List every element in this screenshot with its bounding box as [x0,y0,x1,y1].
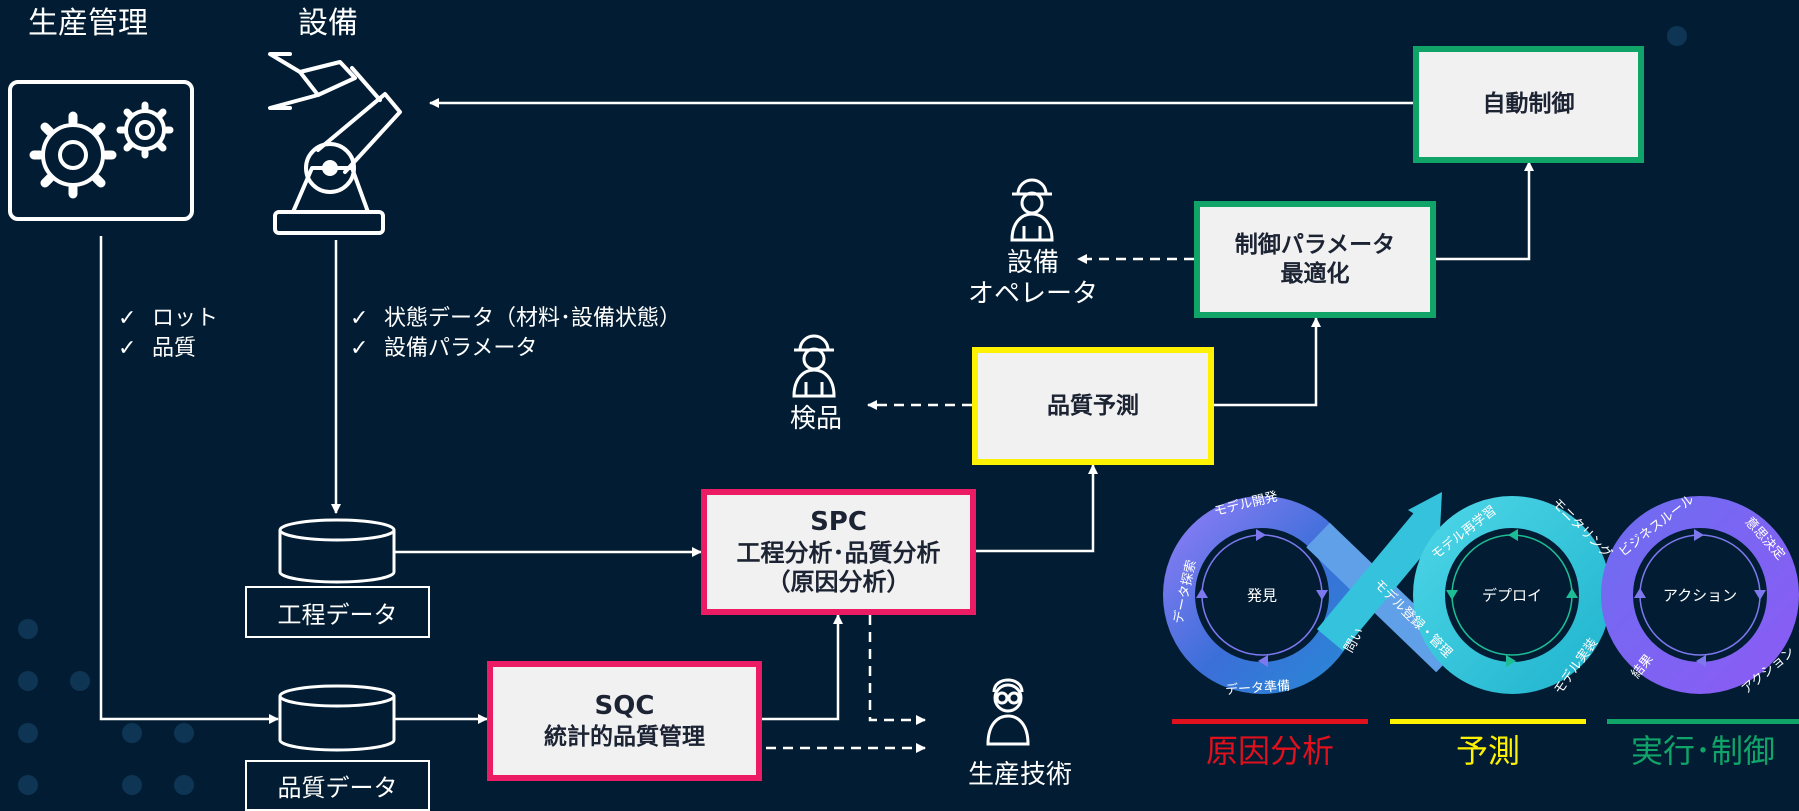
decorative-dot [122,723,142,743]
decorative-dot [18,671,38,691]
process-db-cylinder [278,518,396,584]
quality-prediction-box: 品質予測 [972,347,1214,465]
phase-bar-cause [1172,719,1368,724]
cycle-center-discover: 発見 [1246,586,1278,605]
decorative-dot [174,775,194,795]
check-icon: ✓ [350,306,369,331]
decorative-dot [70,671,90,691]
phase-bar-predict [1390,719,1586,724]
operator-label: 設備 オペレータ [968,248,1099,310]
sqc-box: SQC 統計的品質管理 [487,661,762,781]
phase-bar-execute [1607,719,1799,724]
inspection-label: 検品 [789,404,842,434]
inspector-icon [792,334,836,398]
decorative-dot [122,775,142,795]
decorative-dot [1667,26,1687,46]
check-icon: ✓ [350,336,369,361]
engineer-icon [986,678,1030,746]
spc-to-production-eng-arrow [868,615,926,725]
process-data-label: 工程データ [245,586,430,638]
production-mgmt-label: 生産管理 [28,6,148,41]
production-eng-label: 生産技術 [967,760,1072,790]
sqc-to-spc-arrow [761,614,843,721]
checklist-item: ✓品質 [118,334,218,364]
production-checklist: ✓ロット ✓品質 [118,304,218,364]
decorative-dot [18,775,38,795]
spc-to-quality-pred-arrow [974,464,1098,553]
phase-label-execute: 実行･制御 [1630,732,1775,770]
gears-icon [8,80,194,221]
param-opt-to-auto-control-arrow [1433,161,1534,261]
decorative-dot [174,723,194,743]
production-to-quality-data-arrow [99,236,279,724]
auto-control-box: 自動制御 [1413,46,1644,163]
robot-arm-icon [268,52,402,235]
param-optimization-box: 制御パラメータ 最適化 [1194,201,1436,318]
spc-box: SPC 工程分析･品質分析 （原因分析） [701,489,976,615]
checklist-item: ✓設備パラメータ [350,334,681,364]
cycle-center-deploy: デプロイ [1481,586,1543,605]
equipment-label: 設備 [298,6,358,41]
equipment-checklist: ✓状態データ（材料･設備状態） ✓設備パラメータ [350,304,681,364]
ml-lifecycle-infinity-loop [1163,492,1799,694]
decorative-dot [18,723,38,743]
check-icon: ✓ [118,336,137,361]
checklist-item: ✓ロット [118,304,218,334]
quality-data-label: 品質データ [245,760,430,811]
check-icon: ✓ [118,306,137,331]
phase-label-predict: 予測 [1455,732,1520,770]
quality-db-cylinder [278,684,396,752]
phase-label-cause: 原因分析 [1205,732,1334,770]
operator-icon [1010,178,1054,242]
checklist-item: ✓状態データ（材料･設備状態） [350,304,681,334]
decorative-dot [18,619,38,639]
quality-pred-to-param-opt-arrow [1212,317,1321,407]
cycle-center-action: アクション [1662,586,1738,605]
